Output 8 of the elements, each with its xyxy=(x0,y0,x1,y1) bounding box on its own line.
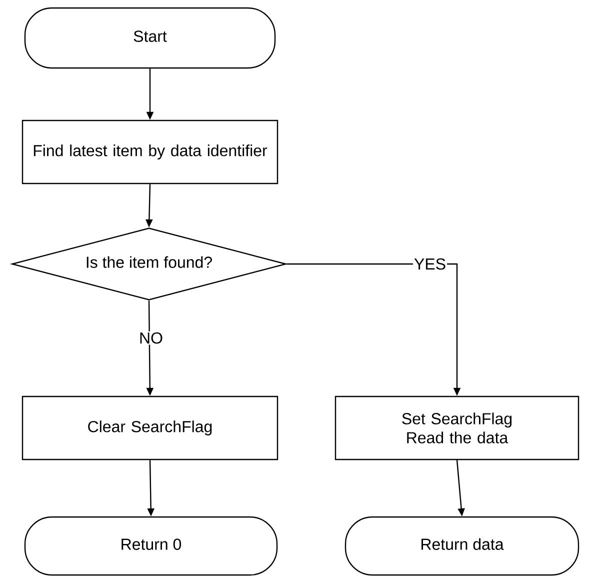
terminal-box: Return data xyxy=(344,516,580,576)
edge-label: YES xyxy=(413,257,447,271)
process-box: Find latest item by data identifier xyxy=(22,120,278,184)
process-box: Clear SearchFlag xyxy=(22,396,278,460)
terminal-box: Return 0 xyxy=(24,516,278,576)
process-box: Set SearchFlag Read the data xyxy=(334,396,580,460)
edge-label: NO xyxy=(138,331,164,345)
terminal-box: Start xyxy=(24,7,276,69)
